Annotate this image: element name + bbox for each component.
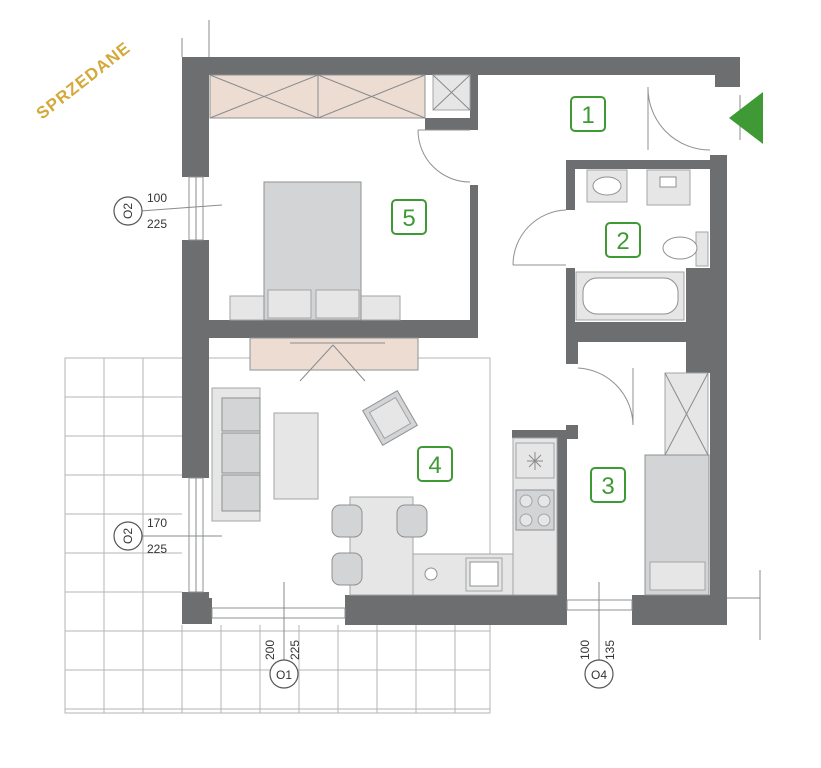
pillow-left: [267, 289, 312, 319]
bathroom-fixtures: [575, 169, 709, 321]
wall-bath-right: [686, 268, 710, 373]
door-bathroom: [512, 209, 567, 266]
wall-room3-left: [557, 430, 567, 598]
door-room5: [417, 129, 471, 183]
wall-left-middle: [182, 240, 209, 478]
wall-room3-left-top: [566, 342, 578, 364]
room-number: 4: [428, 452, 441, 479]
wall-bath-left-top: [566, 160, 575, 210]
window-callout-o1: O1 200 225: [263, 582, 302, 689]
wall-closet-bottom: [425, 118, 478, 130]
kitchen: [412, 437, 558, 596]
chair-2: [396, 504, 428, 538]
room3-furniture: [644, 372, 710, 596]
chair-3: [331, 552, 363, 586]
coffee-table: [273, 412, 319, 500]
fridge-snowflake-icon: [527, 452, 543, 470]
window-balcony-door: [211, 607, 346, 619]
chair-1: [331, 504, 363, 538]
window-width: 100: [147, 191, 167, 205]
door-entrance: [647, 86, 711, 151]
room-label-4: 4: [417, 446, 453, 482]
wall-bedroom-bottom: [209, 320, 477, 338]
wall-top-right: [715, 57, 740, 87]
dishwasher-icon: [424, 567, 438, 581]
entrance-arrow-icon: [729, 92, 763, 144]
wardrobe-living: [249, 337, 419, 382]
room-label-2: 2: [605, 222, 641, 258]
window-width: 200: [263, 640, 277, 660]
walls: [181, 20, 740, 625]
window-width: 100: [578, 640, 592, 660]
room-number: 1: [581, 102, 594, 129]
wall-bedroom-right-top: [470, 75, 478, 130]
wall-bath-left-bottom: [566, 268, 575, 330]
toilet: [662, 236, 698, 260]
pillow-right: [315, 289, 360, 319]
window-callout-o2-bottom: O2 170 225: [113, 516, 222, 556]
window-callout-o2-top: O2 100 225: [113, 191, 223, 231]
window-callout-o4: O4 100 135: [578, 582, 617, 689]
wall-left-upper: [182, 57, 209, 177]
door-room3: [577, 367, 634, 426]
armchair: [361, 389, 419, 447]
room-label-3: 3: [590, 467, 626, 503]
room-number: 3: [601, 473, 614, 500]
wall-kitchen-top: [512, 430, 562, 438]
wall-bottom-left: [182, 598, 212, 624]
sold-stamp: SPRZEDANE: [33, 38, 134, 123]
window-height: 225: [147, 542, 167, 556]
wall-top: [182, 57, 740, 75]
room-number: 2: [616, 228, 629, 255]
wall-bottom-middle: [345, 595, 567, 625]
wall-bath-bottom: [566, 322, 686, 342]
bed: [229, 181, 401, 321]
balcony: [64, 357, 491, 714]
window-width: 170: [147, 516, 167, 530]
balcony-grid: [65, 358, 490, 713]
toilet-tank: [695, 231, 709, 267]
closet: [209, 74, 471, 119]
wall-right: [710, 155, 727, 613]
wall-bath-top: [566, 160, 710, 169]
window-height: 135: [603, 640, 617, 660]
wall-bedroom-right: [470, 185, 478, 338]
room-label-5: 5: [391, 199, 427, 235]
window-label: O2: [121, 528, 135, 544]
window-label: O2: [121, 203, 135, 219]
window-height: 225: [147, 217, 167, 231]
window-label: O4: [591, 668, 607, 682]
wall-bottom-right: [632, 595, 727, 625]
wall-room3-left-mid: [566, 425, 578, 439]
window-height: 225: [288, 640, 302, 660]
pillow-room3: [649, 561, 706, 591]
living-furniture: [211, 387, 428, 596]
room-label-1: 1: [570, 96, 606, 132]
window-label: O1: [276, 668, 292, 682]
room-number: 5: [402, 205, 415, 232]
